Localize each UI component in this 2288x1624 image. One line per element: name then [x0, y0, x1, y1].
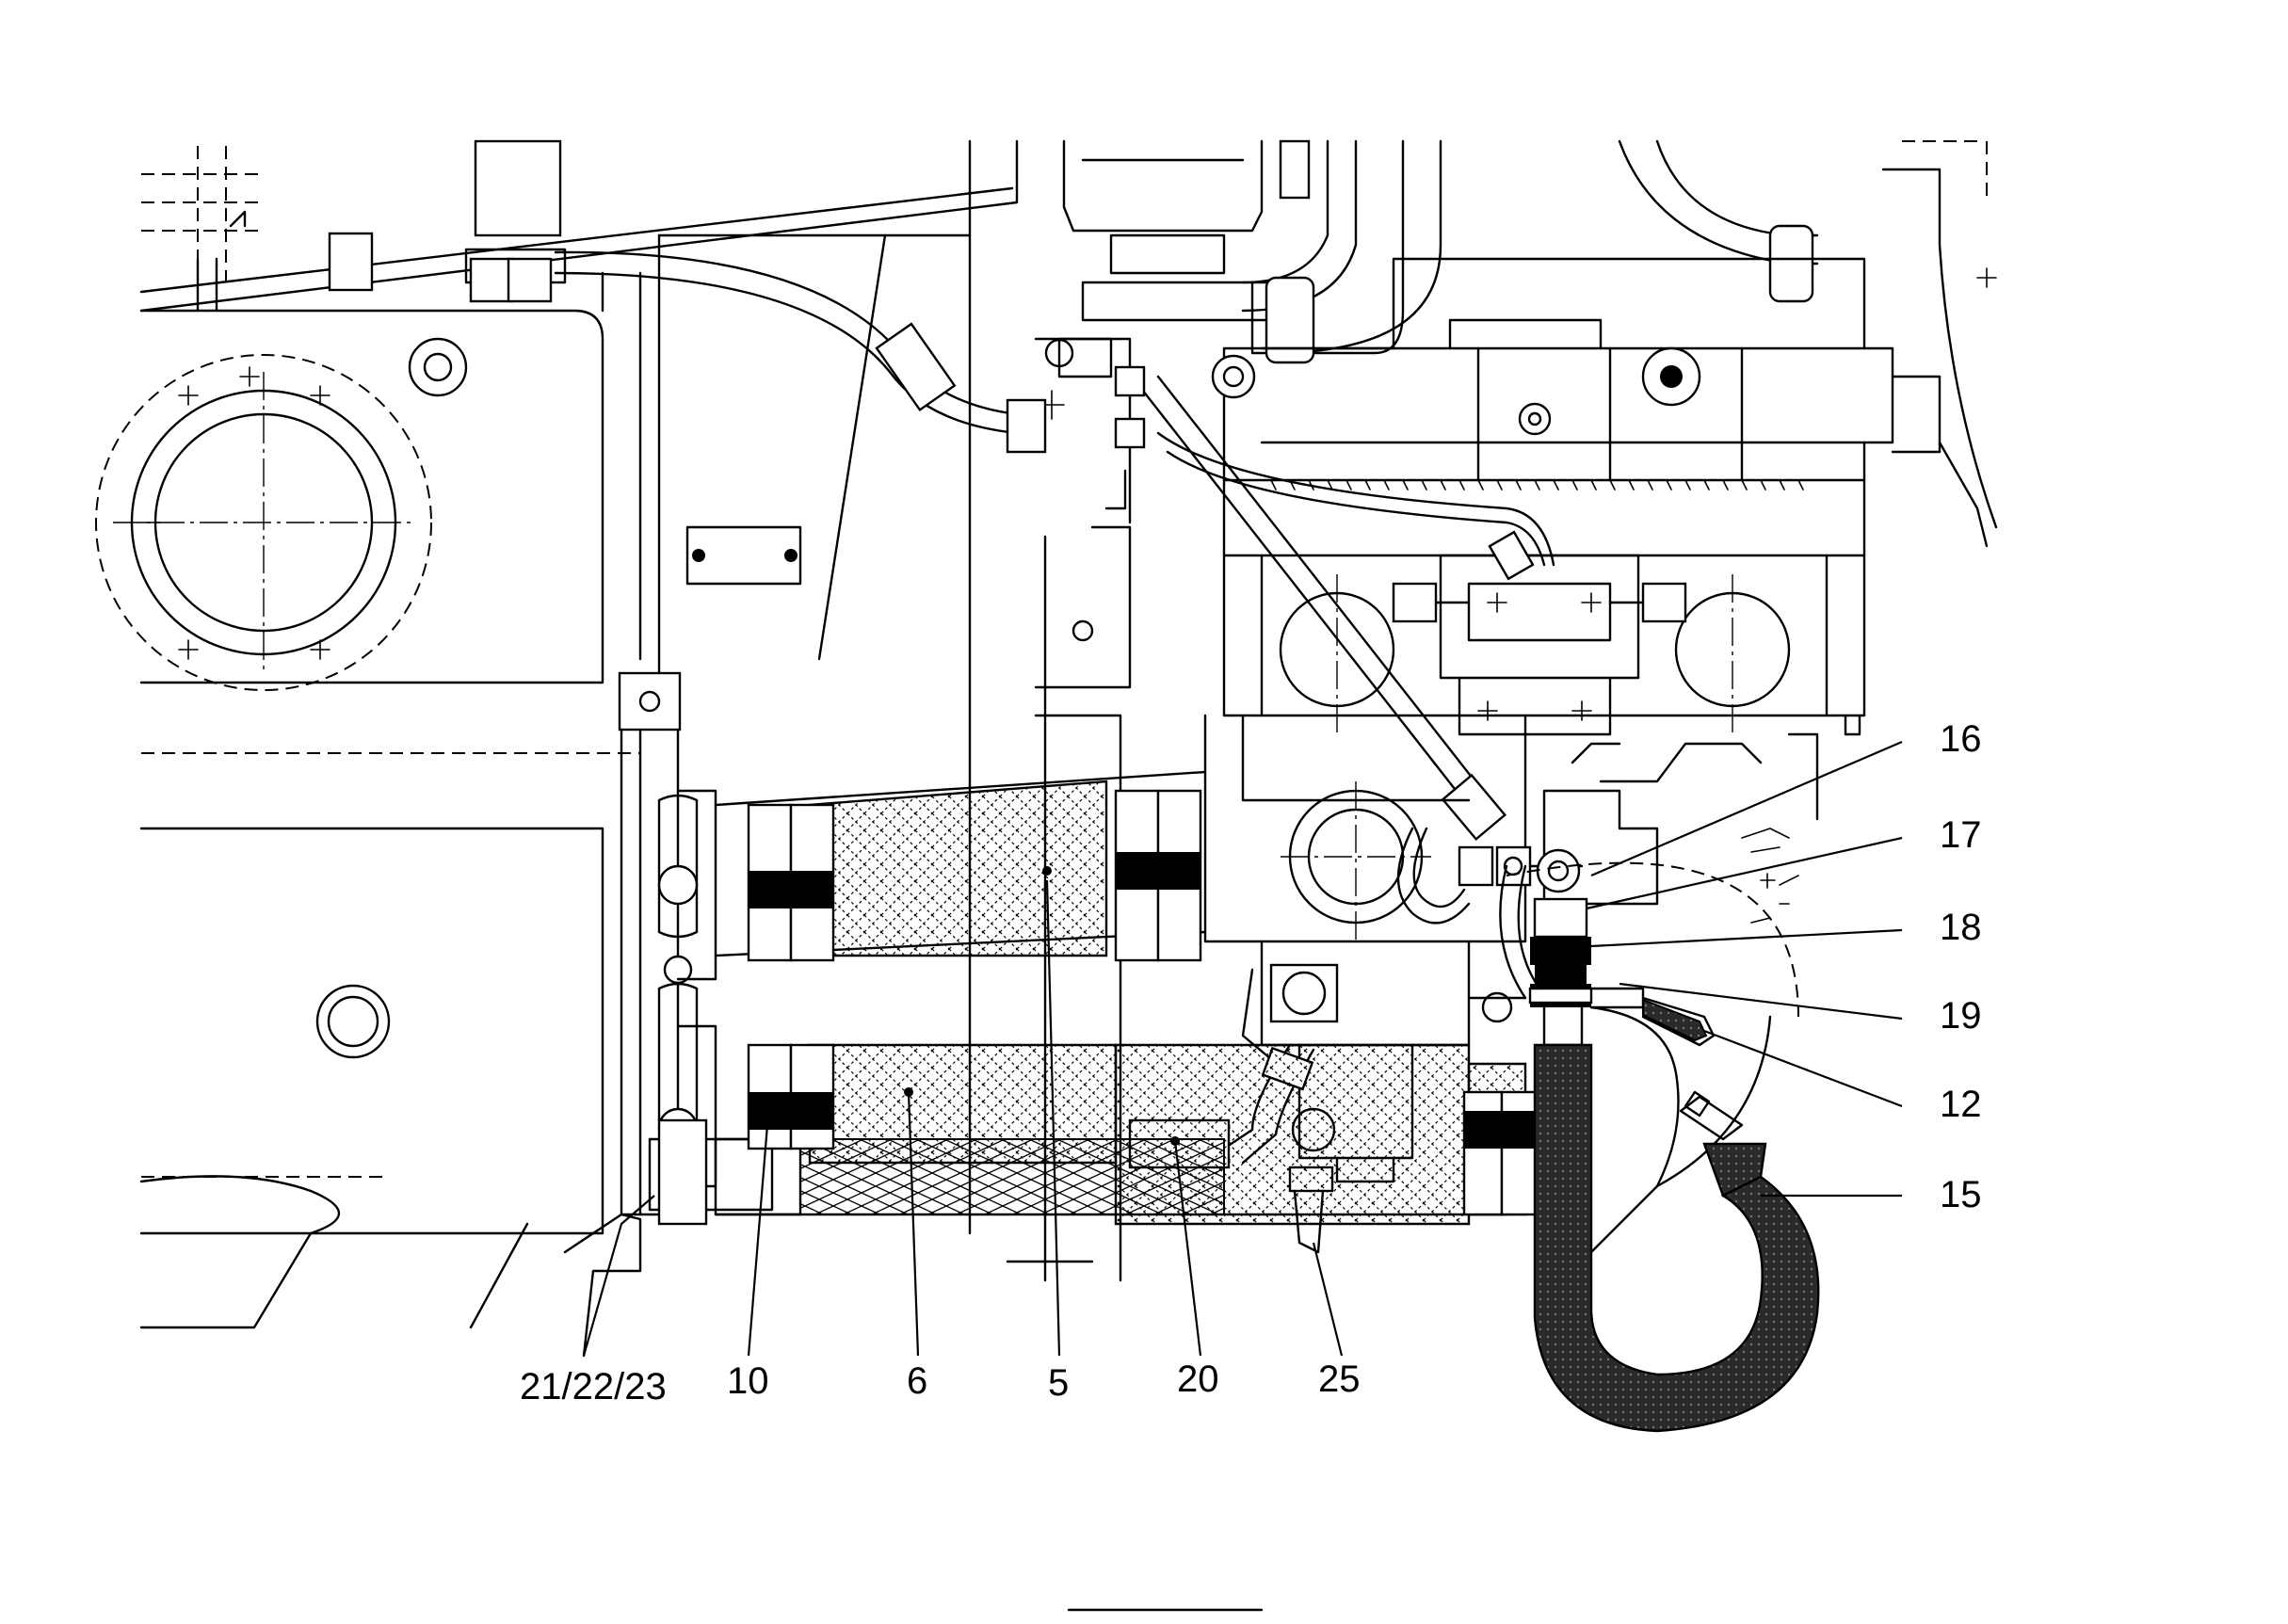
fitting-18	[1530, 937, 1591, 965]
leader-10	[747, 1124, 769, 1357]
leader-16	[1590, 740, 1903, 877]
cooling-fins	[1270, 479, 1804, 490]
callout-19: 19	[1940, 995, 1982, 1037]
leader-17	[1586, 836, 1903, 910]
hose-clamps	[747, 789, 1541, 1216]
callout-18: 18	[1940, 907, 1982, 948]
leader-25	[1312, 1242, 1344, 1357]
callout-20: 20	[1177, 1359, 1219, 1400]
callout-5: 5	[1048, 1362, 1069, 1404]
leader-5	[1045, 879, 1061, 1357]
upper-right-assembly	[554, 139, 1998, 841]
callout-12: 12	[1940, 1084, 1982, 1125]
left-housing	[95, 139, 1019, 1358]
leader-21	[582, 1195, 655, 1357]
right-fittings	[1499, 714, 1861, 1433]
clamp-pair-6-left	[747, 1043, 835, 1150]
hose-5	[808, 780, 1108, 957]
hose-15	[1533, 1043, 1820, 1433]
clamp-pair-5-left	[747, 803, 835, 962]
callout-15: 15	[1940, 1174, 1982, 1215]
callout-16: 16	[1940, 718, 1982, 760]
leader-18	[1590, 928, 1903, 948]
leader-6	[907, 1091, 920, 1357]
callout-leaders	[582, 740, 1903, 1357]
top-fitting	[474, 139, 562, 237]
callout-21-22-23: 21/22/23	[520, 1366, 667, 1407]
callout-10: 10	[727, 1360, 769, 1402]
fitting-16	[1536, 848, 1581, 893]
callout-labels: 16 17 18 19 12 15 21/22/23 10 6 5 20 25	[520, 718, 1982, 1407]
leader-19	[1619, 982, 1903, 1021]
clamp-pair-5-right	[1114, 789, 1202, 962]
callout-17: 17	[1940, 814, 1982, 856]
leader-20	[1173, 1140, 1202, 1357]
fitting-17	[1533, 897, 1588, 939]
callout-6: 6	[907, 1360, 927, 1402]
clamp-pair-6-right	[1462, 1090, 1541, 1216]
leader-12	[1703, 1029, 1903, 1108]
callout-25: 25	[1318, 1359, 1361, 1400]
